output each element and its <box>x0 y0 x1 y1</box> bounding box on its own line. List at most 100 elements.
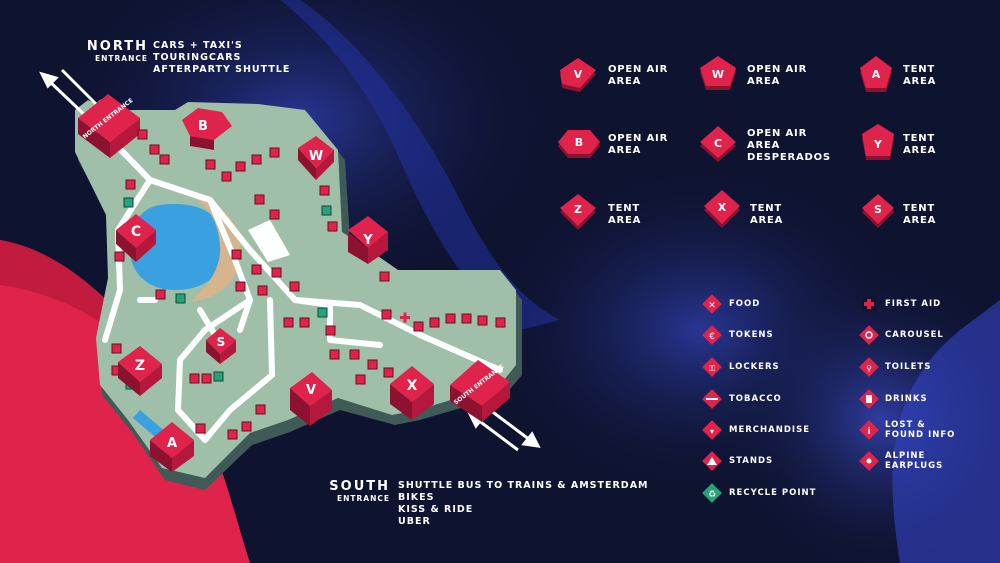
merchandise-icon: ▾ <box>702 420 722 440</box>
stage-label-X: TENT AREA <box>750 203 784 226</box>
stage-icon-C: C <box>700 126 736 162</box>
stage-label-C: OPEN AIR AREA DESPERADOS <box>747 128 831 163</box>
amenity-marker <box>495 317 506 328</box>
south-entrance-building <box>450 360 510 422</box>
map-stage-letter: A <box>167 436 177 451</box>
map-stage-V[interactable]: V <box>290 372 332 426</box>
south-info-line: BIKES <box>398 492 435 503</box>
svg-text:€: € <box>709 332 715 342</box>
south-entrance-label: SOUTH ENTRANCE SHUTTLE BUS TO TRAINS & A… <box>326 480 647 528</box>
map-stage-letter: Z <box>135 358 145 374</box>
amenity-marker <box>231 249 242 260</box>
amenity-marker <box>283 317 294 328</box>
amenity-marker <box>189 373 200 384</box>
lake <box>130 204 225 290</box>
amenity-marker <box>257 285 268 296</box>
map-stage-C[interactable]: C <box>116 214 156 262</box>
amenity-marker <box>327 221 338 232</box>
map-stage-S[interactable]: S <box>206 328 236 364</box>
amenity-marker <box>235 161 246 172</box>
north-entrance-label: NORTH ENTRANCE CARS + TAXI'S TOURINGCARS… <box>80 40 289 76</box>
tobacco-icon <box>702 389 722 409</box>
amenity-marker <box>251 154 262 165</box>
svg-text:▾: ▾ <box>710 427 714 436</box>
legend-label-carousel: CAROUSEL <box>885 330 944 340</box>
north-entrance-subtitle: ENTRANCE <box>95 54 148 63</box>
stage-icon-letter: C <box>714 137 722 150</box>
amenity-marker <box>271 267 282 278</box>
stage-icon-Z: Z <box>560 194 596 230</box>
legend-label-earplugs: ALPINE EARPLUGS <box>885 451 944 471</box>
amenity-marker <box>111 343 122 354</box>
stage-label-V: OPEN AIR AREA <box>608 64 669 87</box>
map-stage-B[interactable]: B <box>182 108 232 150</box>
amenity-marker <box>227 429 238 440</box>
stage-label-S: TENT AREA <box>903 203 937 226</box>
north-entrance-building <box>78 94 140 158</box>
amenity-marker <box>159 154 170 165</box>
amenity-marker <box>367 359 378 370</box>
south-entrance-subtitle: ENTRANCE <box>337 494 390 503</box>
map-stage-Y[interactable]: Y <box>348 216 388 264</box>
map-stage-letter: X <box>407 378 418 394</box>
recycle-marker <box>321 205 332 216</box>
stage-label-Y: TENT AREA <box>903 133 937 156</box>
svg-text:♻: ♻ <box>708 490 716 500</box>
amenity-marker <box>125 179 136 190</box>
first-aid-marker <box>400 312 410 323</box>
recycle-icon: ♻ <box>702 483 722 503</box>
south-info-line: SHUTTLE BUS TO TRAINS & AMSTERDAM <box>398 480 649 491</box>
amenity-marker <box>477 315 488 326</box>
amenity-marker <box>461 313 472 324</box>
amenity-marker <box>319 185 330 196</box>
amenity-marker <box>413 321 424 332</box>
stage-label-A: TENT AREA <box>903 64 937 87</box>
amenity-marker <box>299 317 310 328</box>
amenity-marker <box>445 313 456 324</box>
amenity-marker <box>355 374 366 385</box>
recycle-marker <box>213 371 224 382</box>
amenity-marker <box>235 281 246 292</box>
map-stage-X[interactable]: X <box>390 366 434 420</box>
svg-text:i: i <box>867 427 870 437</box>
south-entrance-info: SHUTTLE BUS TO TRAINS & AMSTERDAM BIKES … <box>398 480 649 528</box>
south-info-line: UBER <box>398 516 431 527</box>
legend-label-drinks: DRINKS <box>885 394 928 404</box>
amenity-marker <box>254 194 265 205</box>
amenity-marker <box>221 171 232 182</box>
stage-icon-V: V <box>560 58 596 92</box>
amenity-marker <box>149 144 160 155</box>
legend-label-tobacco: TOBACCO <box>729 394 782 404</box>
south-info-line: KISS & RIDE <box>398 504 474 515</box>
svg-text:⚲: ⚲ <box>866 364 872 373</box>
map-stage-letter: C <box>131 224 141 240</box>
amenity-marker <box>155 289 166 300</box>
map-stage-letter: Y <box>362 233 373 248</box>
stage-icon-W: W <box>700 56 736 90</box>
amenity-marker <box>429 317 440 328</box>
stage-icon-letter: Y <box>873 138 883 151</box>
amenity-marker <box>251 264 262 275</box>
map-stage-letter: B <box>198 119 208 134</box>
first-aid-icon <box>862 297 876 311</box>
amenity-marker <box>241 421 252 432</box>
amenity-marker <box>329 349 340 360</box>
stage-icon-letter: B <box>575 136 583 149</box>
legend-label-first-aid: FIRST AID <box>885 299 942 309</box>
map-stage-Z[interactable]: Z <box>118 346 162 396</box>
map-stage-A[interactable]: A <box>150 422 194 472</box>
lockers-icon: ⚿ <box>702 357 722 377</box>
legend-label-toilets: TOILETS <box>885 362 932 372</box>
stage-icon-X: X <box>704 190 740 228</box>
earplugs-icon <box>859 451 879 471</box>
tokens-icon: € <box>702 325 722 345</box>
north-info-line: AFTERPARTY SHUTTLE <box>153 64 291 75</box>
toilets-icon: ⚲ <box>859 357 879 377</box>
amenity-markers <box>111 129 506 440</box>
map-stage-W[interactable]: W <box>298 136 334 180</box>
amenity-marker <box>114 251 125 262</box>
info-icon: i <box>859 420 879 440</box>
stage-icon-Y: Y <box>862 124 894 160</box>
